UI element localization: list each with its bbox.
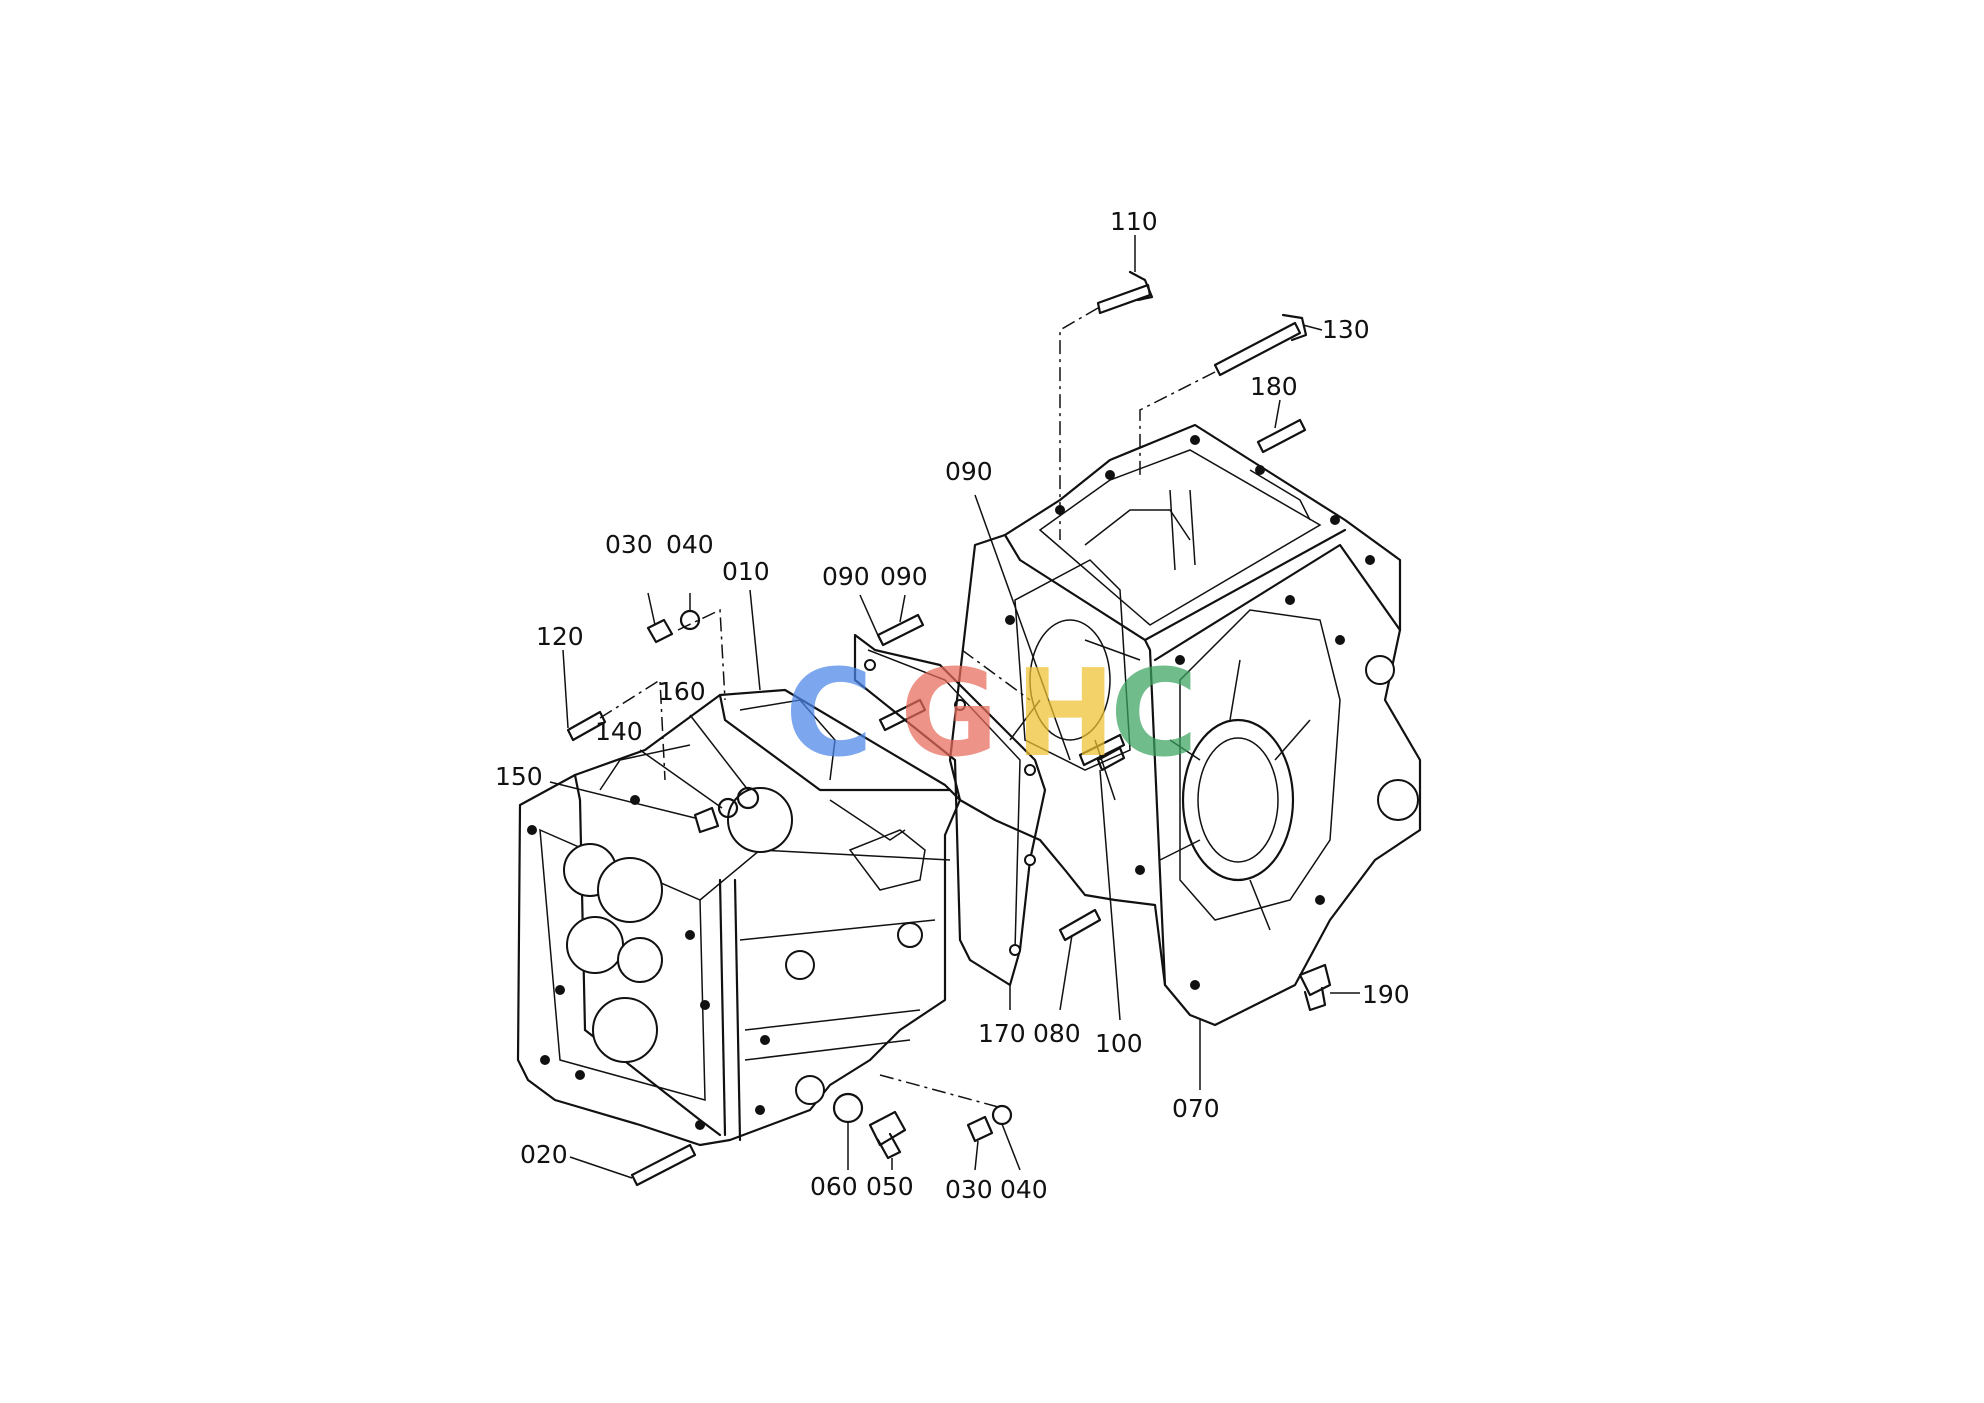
callout-030-top: 030 <box>605 530 653 559</box>
watermark-letter-c: C <box>785 645 873 784</box>
callout-150: 150 <box>495 762 543 791</box>
callout-020: 020 <box>520 1140 568 1169</box>
callout-040-bottom: 040 <box>1000 1175 1048 1204</box>
callout-050: 050 <box>866 1172 914 1201</box>
callout-160: 160 <box>658 677 706 706</box>
rear-transmission-case <box>948 423 1422 1027</box>
callout-030-bottom: 030 <box>945 1175 993 1204</box>
callout-070: 070 <box>1172 1094 1220 1123</box>
callout-090-b: 090 <box>822 562 870 591</box>
assembly-lines <box>599 307 1216 1109</box>
gasket <box>853 633 1047 987</box>
callout-110: 110 <box>1110 207 1158 236</box>
callout-120: 120 <box>536 622 584 651</box>
callout-130: 130 <box>1322 315 1370 344</box>
callout-090-c: 090 <box>880 562 928 591</box>
callout-100: 100 <box>1095 1029 1143 1058</box>
callout-180: 180 <box>1250 372 1298 401</box>
fasteners <box>566 270 1332 1187</box>
callout-060: 060 <box>810 1172 858 1201</box>
callout-010: 010 <box>722 557 770 586</box>
callout-040-top: 040 <box>666 530 714 559</box>
watermark-letter-c2: C <box>1110 645 1198 784</box>
callout-140: 140 <box>595 717 643 746</box>
front-transmission-case <box>516 688 962 1147</box>
callout-080: 080 <box>1033 1019 1081 1048</box>
callout-190: 190 <box>1362 980 1410 1009</box>
watermark-logo: C G H C <box>785 645 1198 784</box>
callout-090-a: 090 <box>945 457 993 486</box>
callout-170: 170 <box>978 1019 1026 1048</box>
part-callouts: 110 130 180 090 090 090 030 040 010 120 … <box>495 207 1410 1204</box>
leader-lines <box>549 235 1360 1179</box>
watermark-letter-g: G <box>900 645 999 784</box>
watermark-letter-h: H <box>1015 645 1115 784</box>
